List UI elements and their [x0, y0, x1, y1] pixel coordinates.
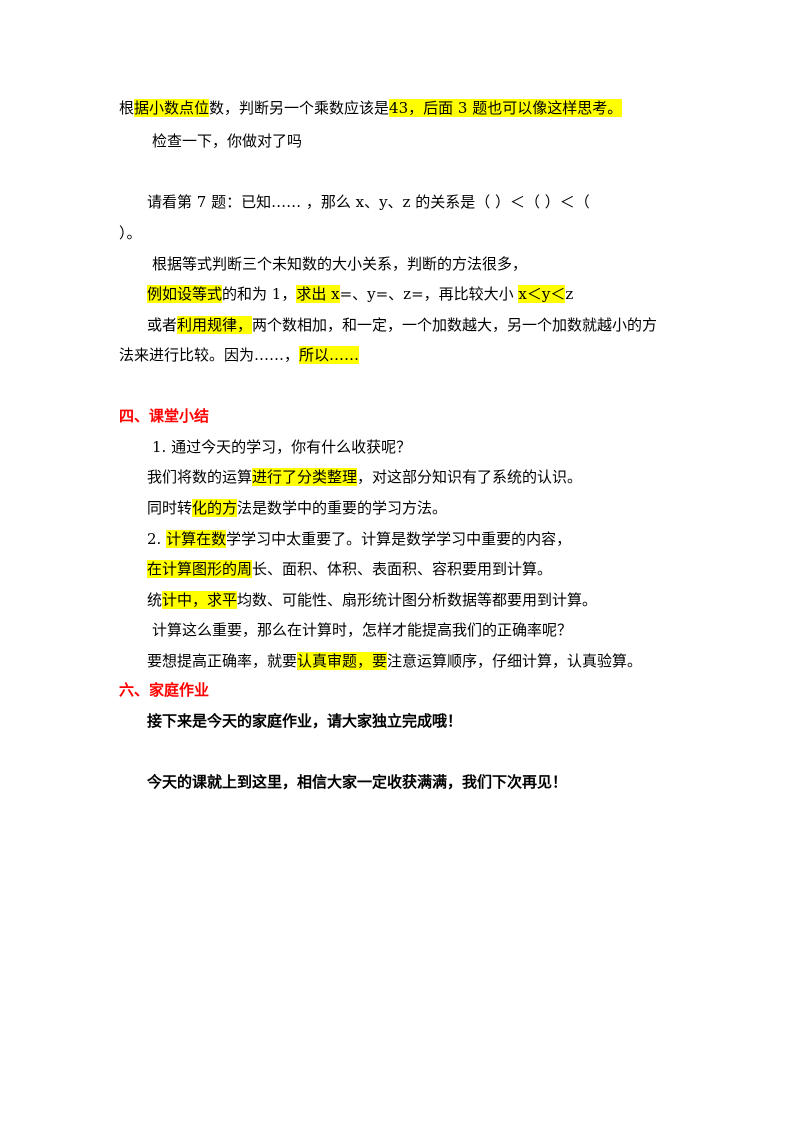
- section-heading-class-summary: 四、课堂小结: [119, 407, 210, 425]
- summary-line-5: 在计算图形的周长、面积、体积、表面积、容积要用到计算。: [147, 558, 552, 580]
- section-heading-homework: 六、家庭作业: [119, 681, 210, 699]
- text-run: 要想提高正确率，就要: [147, 652, 298, 670]
- highlighted-text: 所以……: [299, 346, 360, 364]
- highlighted-text: 认真审题，要: [297, 652, 388, 670]
- highlighted-text: 在计算图形的周: [147, 560, 253, 578]
- highlighted-text: 例如设等式: [147, 285, 223, 303]
- highlighted-text: 进行了分类整理: [252, 468, 358, 486]
- text-run: 两个数相加，和一定，一个加数越大，另一个加数就越小的方: [252, 316, 658, 334]
- highlighted-text: x＜y＜: [518, 285, 566, 303]
- closing-line: 今天的课就上到这里，相信大家一定收获满满，我们下次再见！: [147, 773, 568, 791]
- text-run: =、y=、z=，再比较大小: [339, 285, 519, 303]
- summary-line-8: 要想提高正确率，就要认真审题，要注意运算顺序，仔细计算，认真验算。: [147, 650, 642, 672]
- intro-line-1: 根据小数点位数，判断另一个乘数应该是43，后面 3 题也可以像这样思考。: [119, 97, 623, 119]
- intro-line-2: 检查一下，你做对了吗: [152, 132, 303, 150]
- summary-line-2: 我们将数的运算进行了分类整理，对这部分知识有了系统的认识。: [147, 466, 582, 488]
- summary-line-6: 统计中，求平均数、可能性、扇形统计图分析数据等都要用到计算。: [147, 589, 597, 611]
- text-run: ，对这部分知识有了系统的认识。: [357, 468, 583, 486]
- text-run: 长、面积、体积、表面积、容积要用到计算。: [252, 560, 553, 578]
- question7-line-2: ）。: [119, 224, 142, 242]
- text-run: 统: [147, 591, 163, 609]
- text-run: 或者: [147, 316, 178, 334]
- text-run: 的和为 1，: [222, 285, 297, 303]
- summary-line-7: 计算这么重要，那么在计算时，怎样才能提高我们的正确率呢？: [152, 621, 573, 639]
- summary-line-4: 2. 计算在数学学习中太重要了。计算是数学学习中重要的内容，: [147, 528, 571, 550]
- text-run: 学学习中太重要了。计算是数学学习中重要的内容，: [226, 530, 572, 548]
- highlighted-text: 化的方: [192, 499, 238, 517]
- text-run: 2.: [147, 530, 167, 548]
- homework-line-1: 接下来是今天的家庭作业，请大家独立完成哦！: [147, 712, 463, 730]
- question7-line-6: 法来进行比较。因为……，所以……: [119, 344, 360, 366]
- highlighted-text: 据小数点位: [134, 99, 210, 117]
- text-run: 我们将数的运算: [147, 468, 253, 486]
- highlighted-text: 求出 x: [296, 285, 340, 303]
- question7-line-4: 例如设等式的和为 1，求出 x=、y=、z=，再比较大小 x＜y＜z: [147, 283, 573, 305]
- text-run: 根: [119, 99, 135, 117]
- summary-line-3: 同时转化的方法是数学中的重要的学习方法。: [147, 497, 447, 519]
- text-run: 法来进行比较。因为……，: [119, 346, 300, 364]
- question7-line-5: 或者利用规律，两个数相加，和一定，一个加数越大，另一个加数就越小的方: [147, 314, 657, 336]
- text-run: 同时转: [147, 499, 193, 517]
- summary-line-1: 1. 通过今天的学习，你有什么收获呢？: [152, 438, 412, 456]
- question7-line-3: 根据等式判断三个未知数的大小关系，判断的方法很多，: [152, 255, 528, 273]
- question7-line-1: 请看第 7 题：已知…… ，那么 x、y、z 的关系是（ ）＜（ ）＜（: [147, 193, 590, 211]
- highlighted-text: 计中，求平: [162, 591, 238, 609]
- highlighted-text: 43，后面 3 题也可以像这样思考。: [389, 99, 623, 117]
- text-run: 注意运算顺序，仔细计算，认真验算。: [387, 652, 643, 670]
- highlighted-text: 计算在数: [166, 530, 227, 548]
- text-run: 均数、可能性、扇形统计图分析数据等都要用到计算。: [237, 591, 598, 609]
- text-run: 法是数学中的重要的学习方法。: [237, 499, 448, 517]
- text-run: 数，判断另一个乘数应该是: [209, 99, 390, 117]
- highlighted-text: 利用规律，: [177, 316, 253, 334]
- text-run: z: [565, 285, 574, 303]
